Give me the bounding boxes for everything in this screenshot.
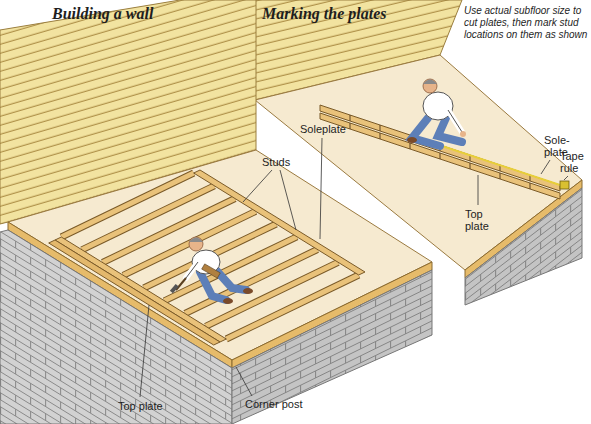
- leader-lines: [140, 138, 568, 397]
- part-label: Studs: [262, 156, 290, 168]
- part-label: Tape rule: [560, 150, 588, 174]
- part-label: Top plate: [118, 400, 163, 412]
- part-label: Corner post: [245, 398, 302, 410]
- scene-title: Marking the plates: [262, 5, 386, 23]
- building-scene: [0, 0, 432, 424]
- scene-title: Building a wall: [52, 5, 153, 23]
- part-label: Top plate: [465, 208, 495, 232]
- part-label: Soleplate: [300, 123, 346, 135]
- instruction-note: Use actual subfloor size to cut plates, …: [464, 5, 588, 41]
